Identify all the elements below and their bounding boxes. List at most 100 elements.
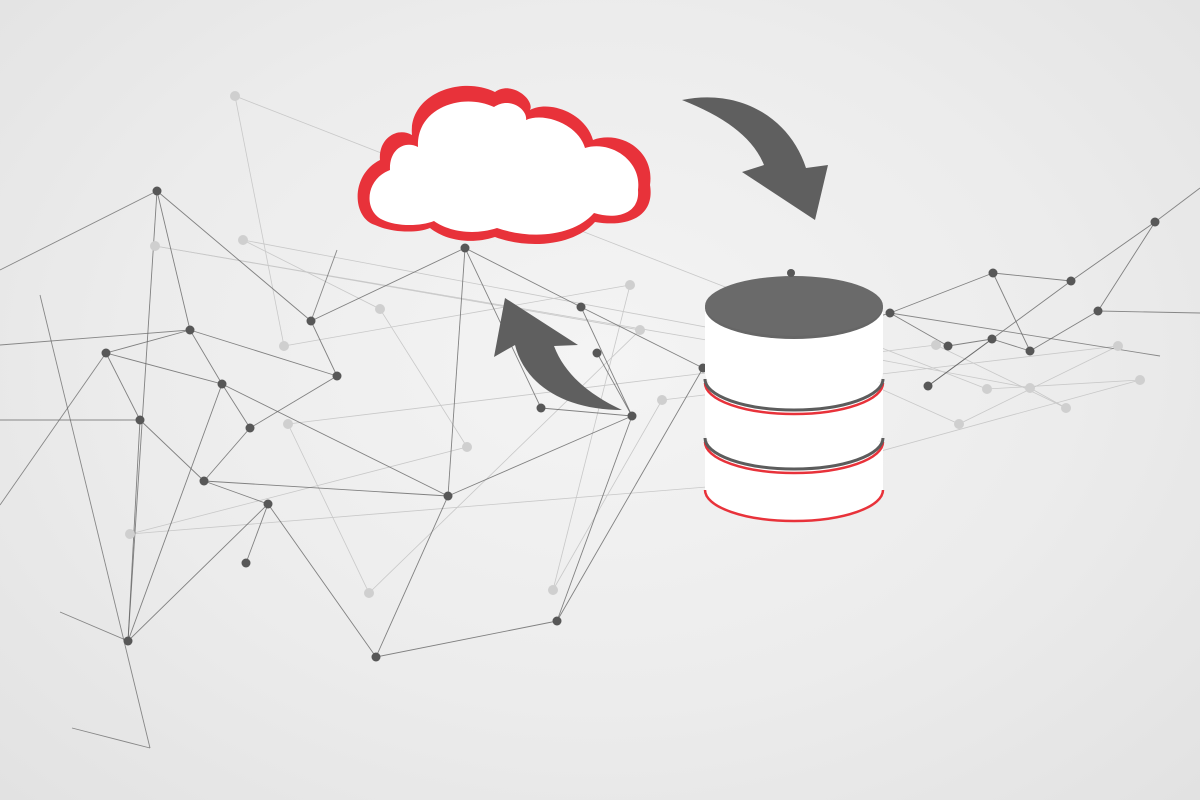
faint-edge	[379, 308, 468, 448]
network-node	[332, 371, 342, 381]
network-node	[152, 186, 162, 196]
faint-edge	[234, 95, 285, 347]
network-edge	[947, 338, 993, 347]
network-edge	[1070, 221, 1156, 282]
network-edge	[39, 294, 151, 749]
network-node	[101, 348, 111, 358]
faint-edge	[368, 329, 641, 594]
network-edge	[556, 415, 633, 622]
network-edge	[105, 329, 191, 354]
faint-edge	[242, 239, 1031, 389]
arrow-up-icon	[494, 298, 622, 410]
database-middle-cylinder	[705, 383, 883, 463]
network-node	[943, 341, 953, 351]
network-edge	[596, 352, 633, 417]
network-node	[592, 348, 602, 358]
network-edge	[156, 190, 312, 322]
faint-node	[931, 340, 941, 350]
faint-edge	[129, 481, 769, 535]
network-edge	[1029, 310, 1099, 352]
network-edge	[249, 375, 338, 429]
network-node	[536, 403, 546, 413]
network-node	[1066, 276, 1076, 286]
faint-edge	[935, 344, 1067, 409]
faint-node	[982, 384, 992, 394]
network-node	[923, 381, 933, 391]
network-edge	[310, 249, 338, 322]
network-edge	[375, 495, 449, 658]
network-node	[245, 423, 255, 433]
network-node	[199, 476, 209, 486]
faint-edge	[552, 284, 631, 591]
network-node	[552, 616, 562, 626]
network-node	[1025, 346, 1035, 356]
network-edge	[203, 480, 449, 497]
network-node	[217, 379, 227, 389]
network-edge	[889, 272, 994, 314]
network-node	[988, 268, 998, 278]
network-edge	[556, 367, 704, 622]
faint-edge	[958, 345, 1119, 425]
network-edge	[59, 611, 129, 642]
database-bottom-cylinder	[705, 442, 883, 521]
network-node	[1150, 217, 1160, 227]
network-edge	[127, 383, 223, 642]
network-node	[460, 243, 470, 253]
network-edge	[580, 306, 704, 369]
network-edge	[105, 352, 141, 421]
network-edge	[927, 280, 1072, 387]
network-edge	[1154, 187, 1200, 223]
faint-edge	[283, 284, 631, 347]
network-node	[371, 652, 381, 662]
faint-node	[954, 419, 964, 429]
faint-node	[230, 91, 240, 101]
cloud-body	[369, 101, 639, 235]
faint-edge	[154, 245, 813, 359]
network-node	[123, 636, 133, 646]
faint-node	[1061, 403, 1071, 413]
network-node	[987, 334, 997, 344]
network-edge	[0, 352, 107, 506]
network-edge	[447, 415, 633, 497]
network-edge	[992, 272, 1031, 352]
faint-node	[635, 325, 645, 335]
network-edge	[127, 503, 269, 642]
network-edge	[447, 247, 466, 497]
network-edge	[189, 329, 223, 385]
arrow-down-icon	[682, 97, 828, 220]
network-edge	[203, 427, 251, 482]
network-edge	[310, 247, 466, 322]
network-edge	[245, 503, 269, 564]
network-edge	[540, 407, 633, 417]
network-graph-icon	[0, 91, 1200, 749]
network-edge	[375, 620, 558, 658]
faint-node	[625, 280, 635, 290]
network-node	[135, 415, 145, 425]
faint-edge	[986, 379, 1141, 390]
faint-node	[125, 529, 135, 539]
network-node	[627, 411, 637, 421]
network-node	[241, 558, 251, 568]
network-edge	[464, 247, 582, 308]
faint-node	[657, 395, 667, 405]
faint-node	[1025, 383, 1035, 393]
network-node	[185, 325, 195, 335]
faint-edge	[129, 446, 468, 535]
network-edge	[991, 338, 1031, 352]
network-edge	[139, 419, 205, 482]
network-node	[443, 491, 453, 501]
network-edge	[105, 352, 223, 385]
faint-node	[150, 241, 160, 251]
faint-node	[548, 585, 558, 595]
network-edge	[889, 312, 949, 347]
network-edge	[310, 320, 338, 377]
faint-node	[238, 235, 248, 245]
network-node	[885, 308, 895, 318]
faint-node	[462, 442, 472, 452]
faint-node	[283, 419, 293, 429]
network-node	[576, 302, 586, 312]
network-edge	[189, 329, 338, 377]
network-node	[1093, 306, 1103, 316]
